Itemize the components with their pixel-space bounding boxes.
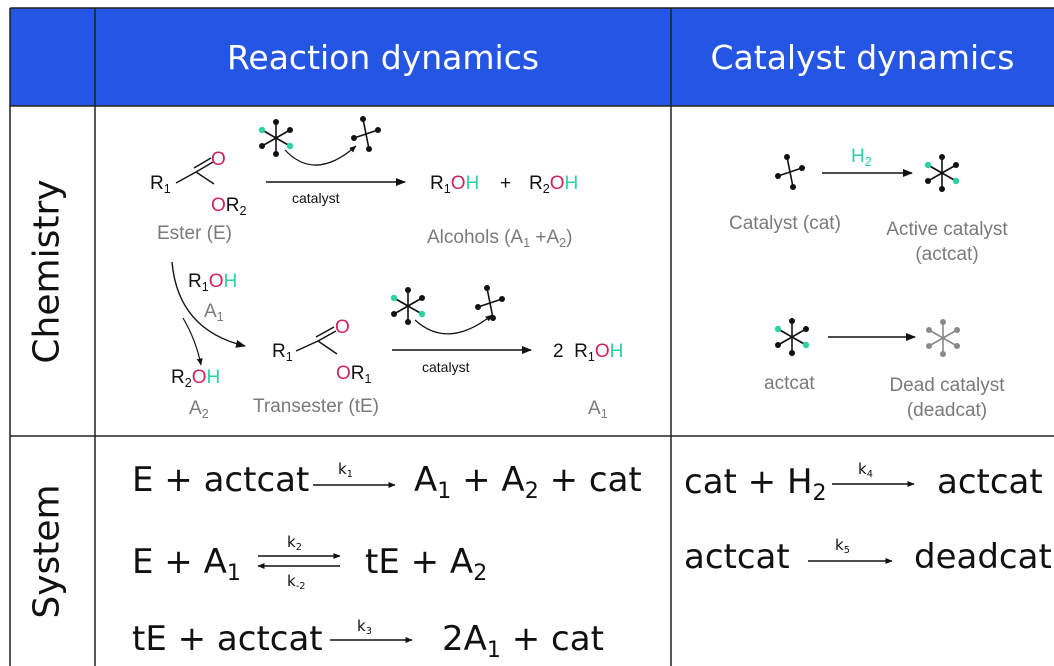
catalyst-word-1: catalyst [292,190,340,206]
catalyst-curve-2 [414,314,493,335]
transester-curve-arrow [171,261,246,348]
product-a1-label: A1 [588,398,608,421]
eq5-rhs: deadcat [914,537,1052,577]
alcohol-r1oh: R1OH [430,173,480,196]
transester-carbonyl-o: O [335,317,350,338]
eq1-rhs: A1 + A2 + cat [414,460,642,505]
alcohols-label: Alcohols (A1 +A2) [427,227,573,250]
active-catalyst-icon [390,287,426,325]
ester-structure [175,157,215,185]
ester-or2: OR2 [211,195,247,218]
eq2-reverse-constant: k-2 [287,572,306,593]
product-2r1oh: 2 R1OH [553,341,624,364]
active-catalyst-icon [258,119,294,157]
alcohol-plus: + [500,173,512,194]
eq3-rate-constant: k3 [357,617,372,638]
eq3-lhs: tE + actcat [132,619,323,659]
dead-catalyst-icon [926,319,960,357]
catalyst-cat-label: Catalyst (cat) [729,213,841,234]
a2-branch-arrow [182,317,203,366]
eq1-rate-constant: k1 [338,460,353,481]
transester-label: Transester (tE) [253,396,379,417]
active-catalyst-label: Active catalyst (actcat) [886,219,1008,265]
eq4-rate-constant: k4 [858,460,873,481]
active-catalyst-icon [924,154,960,192]
header-catalyst-dynamics: Catalyst dynamics [710,37,1015,77]
ester-r1: R1 [150,173,171,196]
ester-carbonyl-o: O [211,149,226,170]
transester-structure [295,326,338,355]
eq4-lhs: cat + H2 [684,462,827,507]
row-label-chemistry: Chemistry [27,178,68,364]
header-reaction-dynamics: Reaction dynamics [226,37,540,77]
alcohol-r2oh: R2OH [529,173,579,196]
eq5-lhs: actcat [684,537,790,577]
header-row-background [10,8,1054,106]
row-label-system: System [27,483,68,619]
eq2-forward-constant: k2 [287,533,302,554]
catalyst-icon [475,285,505,321]
ester-label: Ester (E) [157,223,232,244]
dead-catalyst-label: Dead catalyst (deadcat) [889,375,1005,421]
reagent-a1-label: A1 [204,301,224,324]
active-catalyst-icon [774,318,810,356]
eq5-rate-constant: k5 [835,536,850,557]
h2-label: H2 [851,146,872,169]
eq3-rhs: 2A1 + cat [442,619,604,664]
transester-r1: R1 [272,341,293,364]
byproduct-r2oh: R2OH [171,367,221,390]
catalyst-word-2: catalyst [422,359,470,375]
byproduct-a2-label: A2 [189,398,209,421]
eq1-lhs: E + actcat [132,460,310,500]
transester-or1: OR1 [336,363,372,386]
actcat-label: actcat [764,373,815,394]
reagent-r1oh: R1OH [188,271,238,294]
eq2-rhs: tE + A2 [365,542,488,587]
eq4-rhs: actcat [937,462,1043,502]
catalyst-icon [351,116,381,152]
eq2-lhs: E + A1 [132,542,241,587]
catalyst-icon [775,154,805,190]
catalyst-curve-1 [284,145,357,166]
